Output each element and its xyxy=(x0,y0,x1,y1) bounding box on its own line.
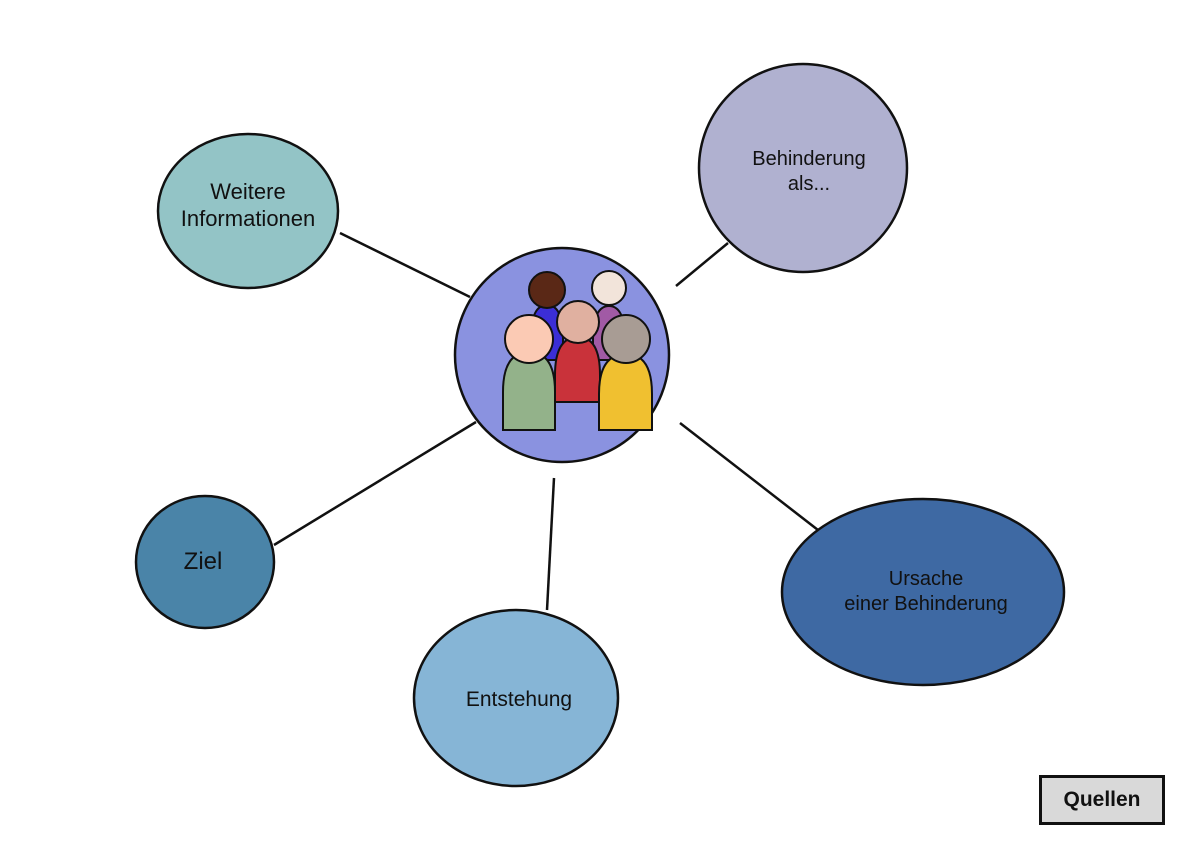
connector-entstehung xyxy=(545,477,556,611)
connector-ursache xyxy=(679,422,819,531)
person-front-right-head xyxy=(601,314,651,364)
node-entstehung-bubble xyxy=(412,608,620,788)
node-weitere-label-2: Informationen xyxy=(181,206,316,231)
node-center[interactable] xyxy=(453,246,671,464)
person-front-left-head xyxy=(504,314,554,364)
node-behinderung-label-1: Behinderung xyxy=(752,148,865,170)
person-middle-head xyxy=(556,300,600,344)
node-behinderung-als[interactable]: Behinderung als... xyxy=(697,62,909,274)
node-weitere-label-1: Weitere xyxy=(210,179,285,204)
connector-ziel xyxy=(273,420,477,547)
node-ziel-label: Ziel xyxy=(184,548,223,575)
node-ursache-bubble xyxy=(780,497,1066,687)
node-behinderung-label-2: als... xyxy=(788,173,830,195)
person-middle-body xyxy=(554,335,601,403)
node-behinderung-bubble xyxy=(697,62,909,274)
node-entstehung[interactable]: Entstehung xyxy=(412,608,620,788)
node-weitere-informationen[interactable]: Weitere Informationen xyxy=(156,132,340,290)
node-ursache-label-1: Ursache xyxy=(889,568,963,590)
connector-behinderung xyxy=(675,242,729,287)
node-ursache-einer-behinderung[interactable]: Ursache einer Behinderung xyxy=(780,497,1066,687)
person-back-right-head xyxy=(591,270,627,306)
node-weitere-bubble xyxy=(156,132,340,290)
person-back-left-head xyxy=(528,271,566,309)
node-ursache-label-2: einer Behinderung xyxy=(844,593,1007,615)
connectors xyxy=(273,231,819,611)
node-ziel-bubble xyxy=(134,494,276,630)
node-entstehung-label: Entstehung xyxy=(466,688,572,711)
person-front-right-body xyxy=(598,352,653,431)
people-group-icon xyxy=(502,270,653,431)
node-ziel[interactable]: Ziel xyxy=(134,494,276,630)
connector-weitere xyxy=(339,231,471,299)
quellen-button[interactable]: Quellen xyxy=(1039,775,1165,825)
